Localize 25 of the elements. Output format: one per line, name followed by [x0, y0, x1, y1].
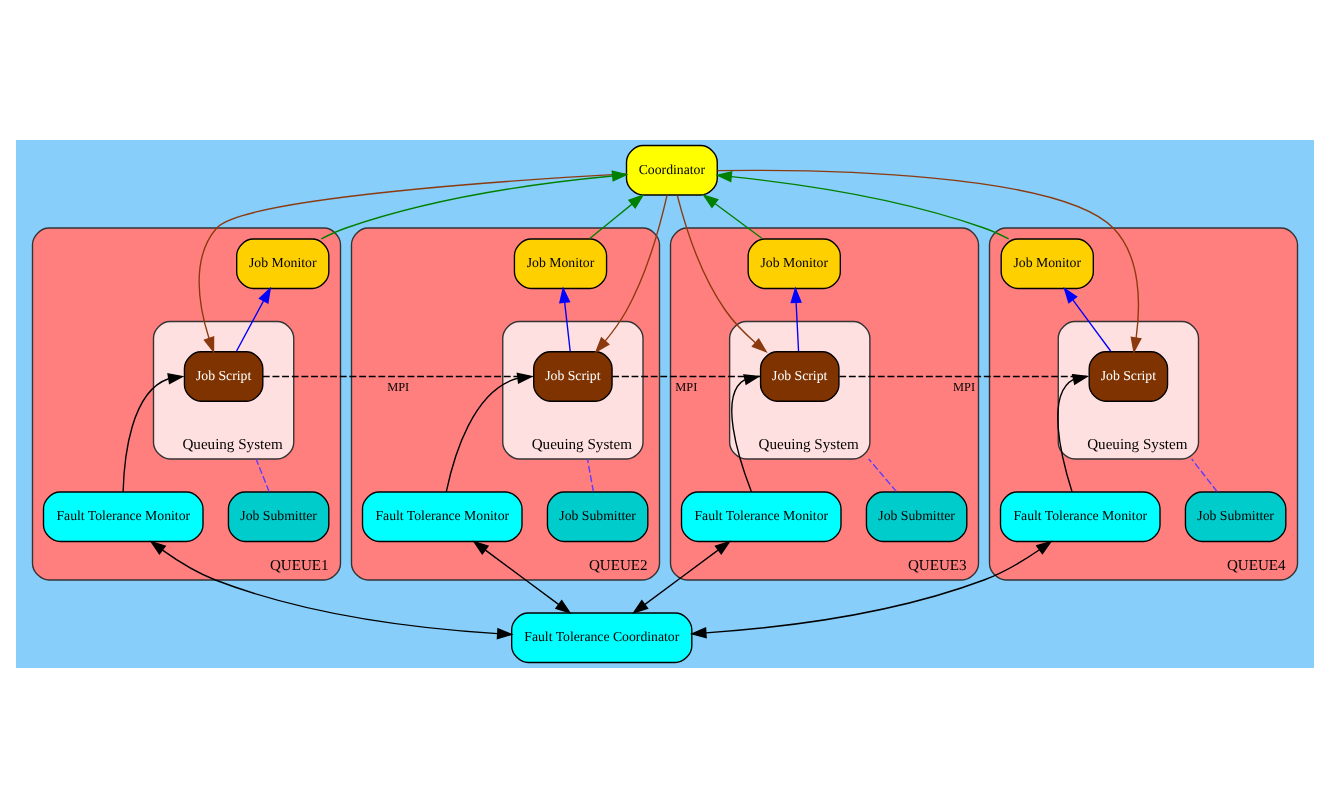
arrow — [731, 374, 761, 493]
arrow — [716, 169, 1142, 354]
arrow — [790, 286, 802, 352]
arrow — [715, 170, 1010, 240]
arrow — [235, 286, 272, 352]
connector — [586, 458, 594, 493]
arrow — [198, 173, 628, 354]
arrow — [702, 194, 763, 240]
arrow — [1063, 286, 1112, 352]
arrow — [676, 194, 768, 353]
arrow — [1057, 373, 1090, 493]
connector — [255, 458, 270, 493]
arrow — [320, 170, 629, 240]
connector — [868, 458, 897, 493]
arrow — [559, 286, 571, 352]
connector — [262, 375, 535, 378]
arrow — [122, 373, 185, 493]
arrow — [594, 194, 668, 354]
arrow — [149, 540, 514, 640]
arrow — [472, 540, 572, 614]
arrow — [589, 193, 645, 240]
connector — [1190, 458, 1218, 493]
arrow — [445, 372, 534, 493]
arrow — [690, 540, 1053, 639]
arrow — [631, 540, 732, 614]
